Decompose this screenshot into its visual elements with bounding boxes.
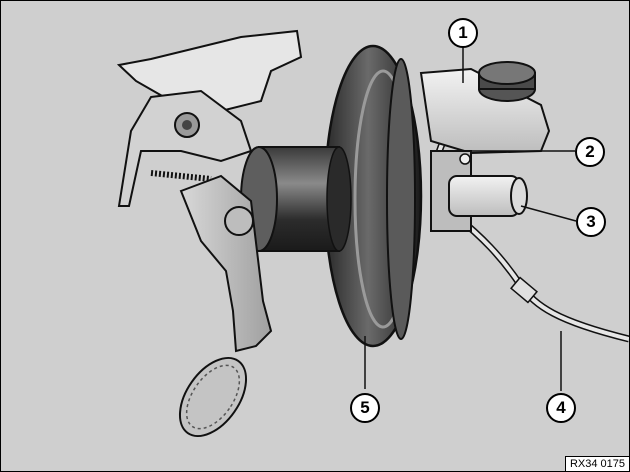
callout-leaders bbox=[364, 47, 577, 391]
brake-fluid-reservoir bbox=[419, 61, 551, 155]
pushrod-housing bbox=[240, 146, 352, 252]
master-brake-cylinder bbox=[430, 150, 528, 232]
callout-4: 4 bbox=[546, 393, 576, 423]
callout-3: 3 bbox=[576, 207, 606, 237]
callout-5: 5 bbox=[350, 393, 380, 423]
callout-2: 2 bbox=[575, 137, 605, 167]
reference-code: RX34 0175 bbox=[564, 456, 629, 471]
brake-pedal bbox=[178, 174, 273, 438]
callout-1: 1 bbox=[448, 18, 478, 48]
pedal-bracket bbox=[116, 29, 303, 207]
